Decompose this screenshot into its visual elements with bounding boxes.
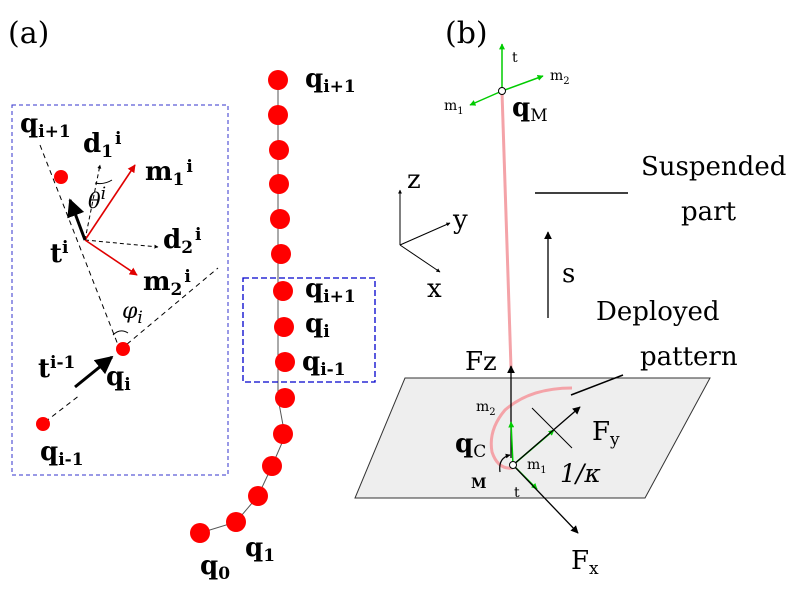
inset-d1-label: d1i — [83, 129, 122, 162]
axis-x-arrow — [399, 244, 441, 273]
base-m1-label: m1 — [527, 457, 547, 476]
chain-node — [190, 523, 210, 543]
chain-node — [270, 209, 290, 229]
chain-q-top-label: qi+1 — [305, 64, 356, 97]
extension-guide-line — [119, 267, 219, 351]
inset-q-bot-label: qi-1 — [40, 437, 84, 470]
ground-plane — [354, 377, 711, 499]
chain-q0-label: q0 — [200, 551, 230, 584]
top-m1-vector — [469, 90, 503, 106]
box-q-top-label: qi+1 — [305, 274, 356, 307]
m2-vector — [84, 239, 138, 276]
fy-label: Fy — [592, 417, 620, 450]
base-m2-label: m2 — [476, 399, 496, 418]
axis-x-label: x — [427, 274, 442, 304]
fz-label: Fz — [465, 347, 497, 377]
axis-y-arrow — [399, 222, 451, 246]
top-m1-label: m1 — [444, 98, 464, 117]
deployed-label-line2: pattern — [640, 342, 738, 372]
s-label: s — [562, 259, 575, 289]
ti-vector — [67, 198, 87, 241]
deployed-leader-line — [570, 374, 624, 396]
top-qM-label: qM — [512, 93, 548, 126]
chain-node — [269, 174, 289, 194]
chain-q1-label: q1 — [245, 533, 275, 566]
axis-z-label: z — [407, 165, 421, 195]
chain-node — [268, 105, 288, 125]
panel-a-tag: (a) — [8, 16, 49, 51]
axis-y-label: y — [452, 205, 468, 235]
deployed-label-line1: Deployed — [596, 297, 720, 327]
inset-q-top-label: qi+1 — [20, 109, 71, 142]
base-t-label: t — [514, 485, 520, 501]
theta-arc — [94, 179, 113, 185]
inset-d2-label: d2i — [163, 225, 202, 258]
chain-node — [262, 456, 282, 476]
suspended-label-line1: Suspended — [641, 152, 786, 182]
chain-node — [271, 244, 291, 264]
top-m2-label: m2 — [550, 68, 570, 87]
curvature-radius-line — [531, 407, 573, 449]
inset-dashed-box — [11, 104, 229, 476]
inset-node-q-prev — [36, 417, 50, 431]
prev-segment-line — [44, 394, 81, 423]
chain-highlight-box — [242, 277, 376, 383]
moment-arc — [499, 453, 511, 473]
box-q-bot-label: qi-1 — [302, 347, 346, 380]
chain-node — [273, 281, 293, 301]
top-t-label: t — [512, 50, 518, 66]
fx-arrow — [512, 464, 579, 534]
chain-node — [274, 317, 294, 337]
suspended-label-line2: part — [681, 197, 737, 227]
base-m2-vector — [508, 421, 515, 466]
box-q-mid-label: qi — [305, 309, 330, 342]
suspended-rod — [500, 91, 513, 369]
chain-node — [275, 388, 295, 408]
panel-b-tag: (b) — [445, 16, 488, 51]
chain-node — [226, 512, 246, 532]
d2-vector — [84, 239, 159, 249]
chain-node — [275, 352, 295, 372]
phi-arc — [112, 330, 129, 336]
curvature-label: 1/κ — [560, 459, 601, 488]
fy-arrow — [512, 406, 581, 466]
top-m2-vector — [501, 75, 544, 92]
moment-label: M — [471, 476, 487, 492]
inset-node-q-next — [54, 170, 68, 184]
inset-m1-label: m1i — [145, 157, 193, 190]
chain-node — [269, 140, 289, 160]
base-node-qC — [509, 461, 517, 469]
d1-vector — [84, 164, 102, 241]
segment-guide-line — [39, 144, 121, 351]
chain-node — [268, 70, 288, 90]
top-node-qM — [498, 87, 506, 95]
chain-node — [273, 424, 293, 444]
inset-phi-label: φi — [122, 299, 143, 328]
t-prev-vector — [74, 355, 114, 389]
inset-theta-label: θi — [88, 184, 106, 213]
inset-q-mid-label: qi — [106, 362, 131, 395]
chain-node — [248, 486, 268, 506]
base-qC-label: qC — [455, 429, 486, 462]
inset-t-prev-label: ti-1 — [38, 353, 75, 384]
m1-vector — [84, 164, 136, 241]
inset-m2-label: m2i — [143, 267, 191, 300]
fx-label: Fx — [571, 546, 599, 579]
inset-t-label: ti — [50, 238, 69, 269]
inset-node-q-i — [116, 342, 130, 356]
chain-nodes — [190, 70, 295, 543]
